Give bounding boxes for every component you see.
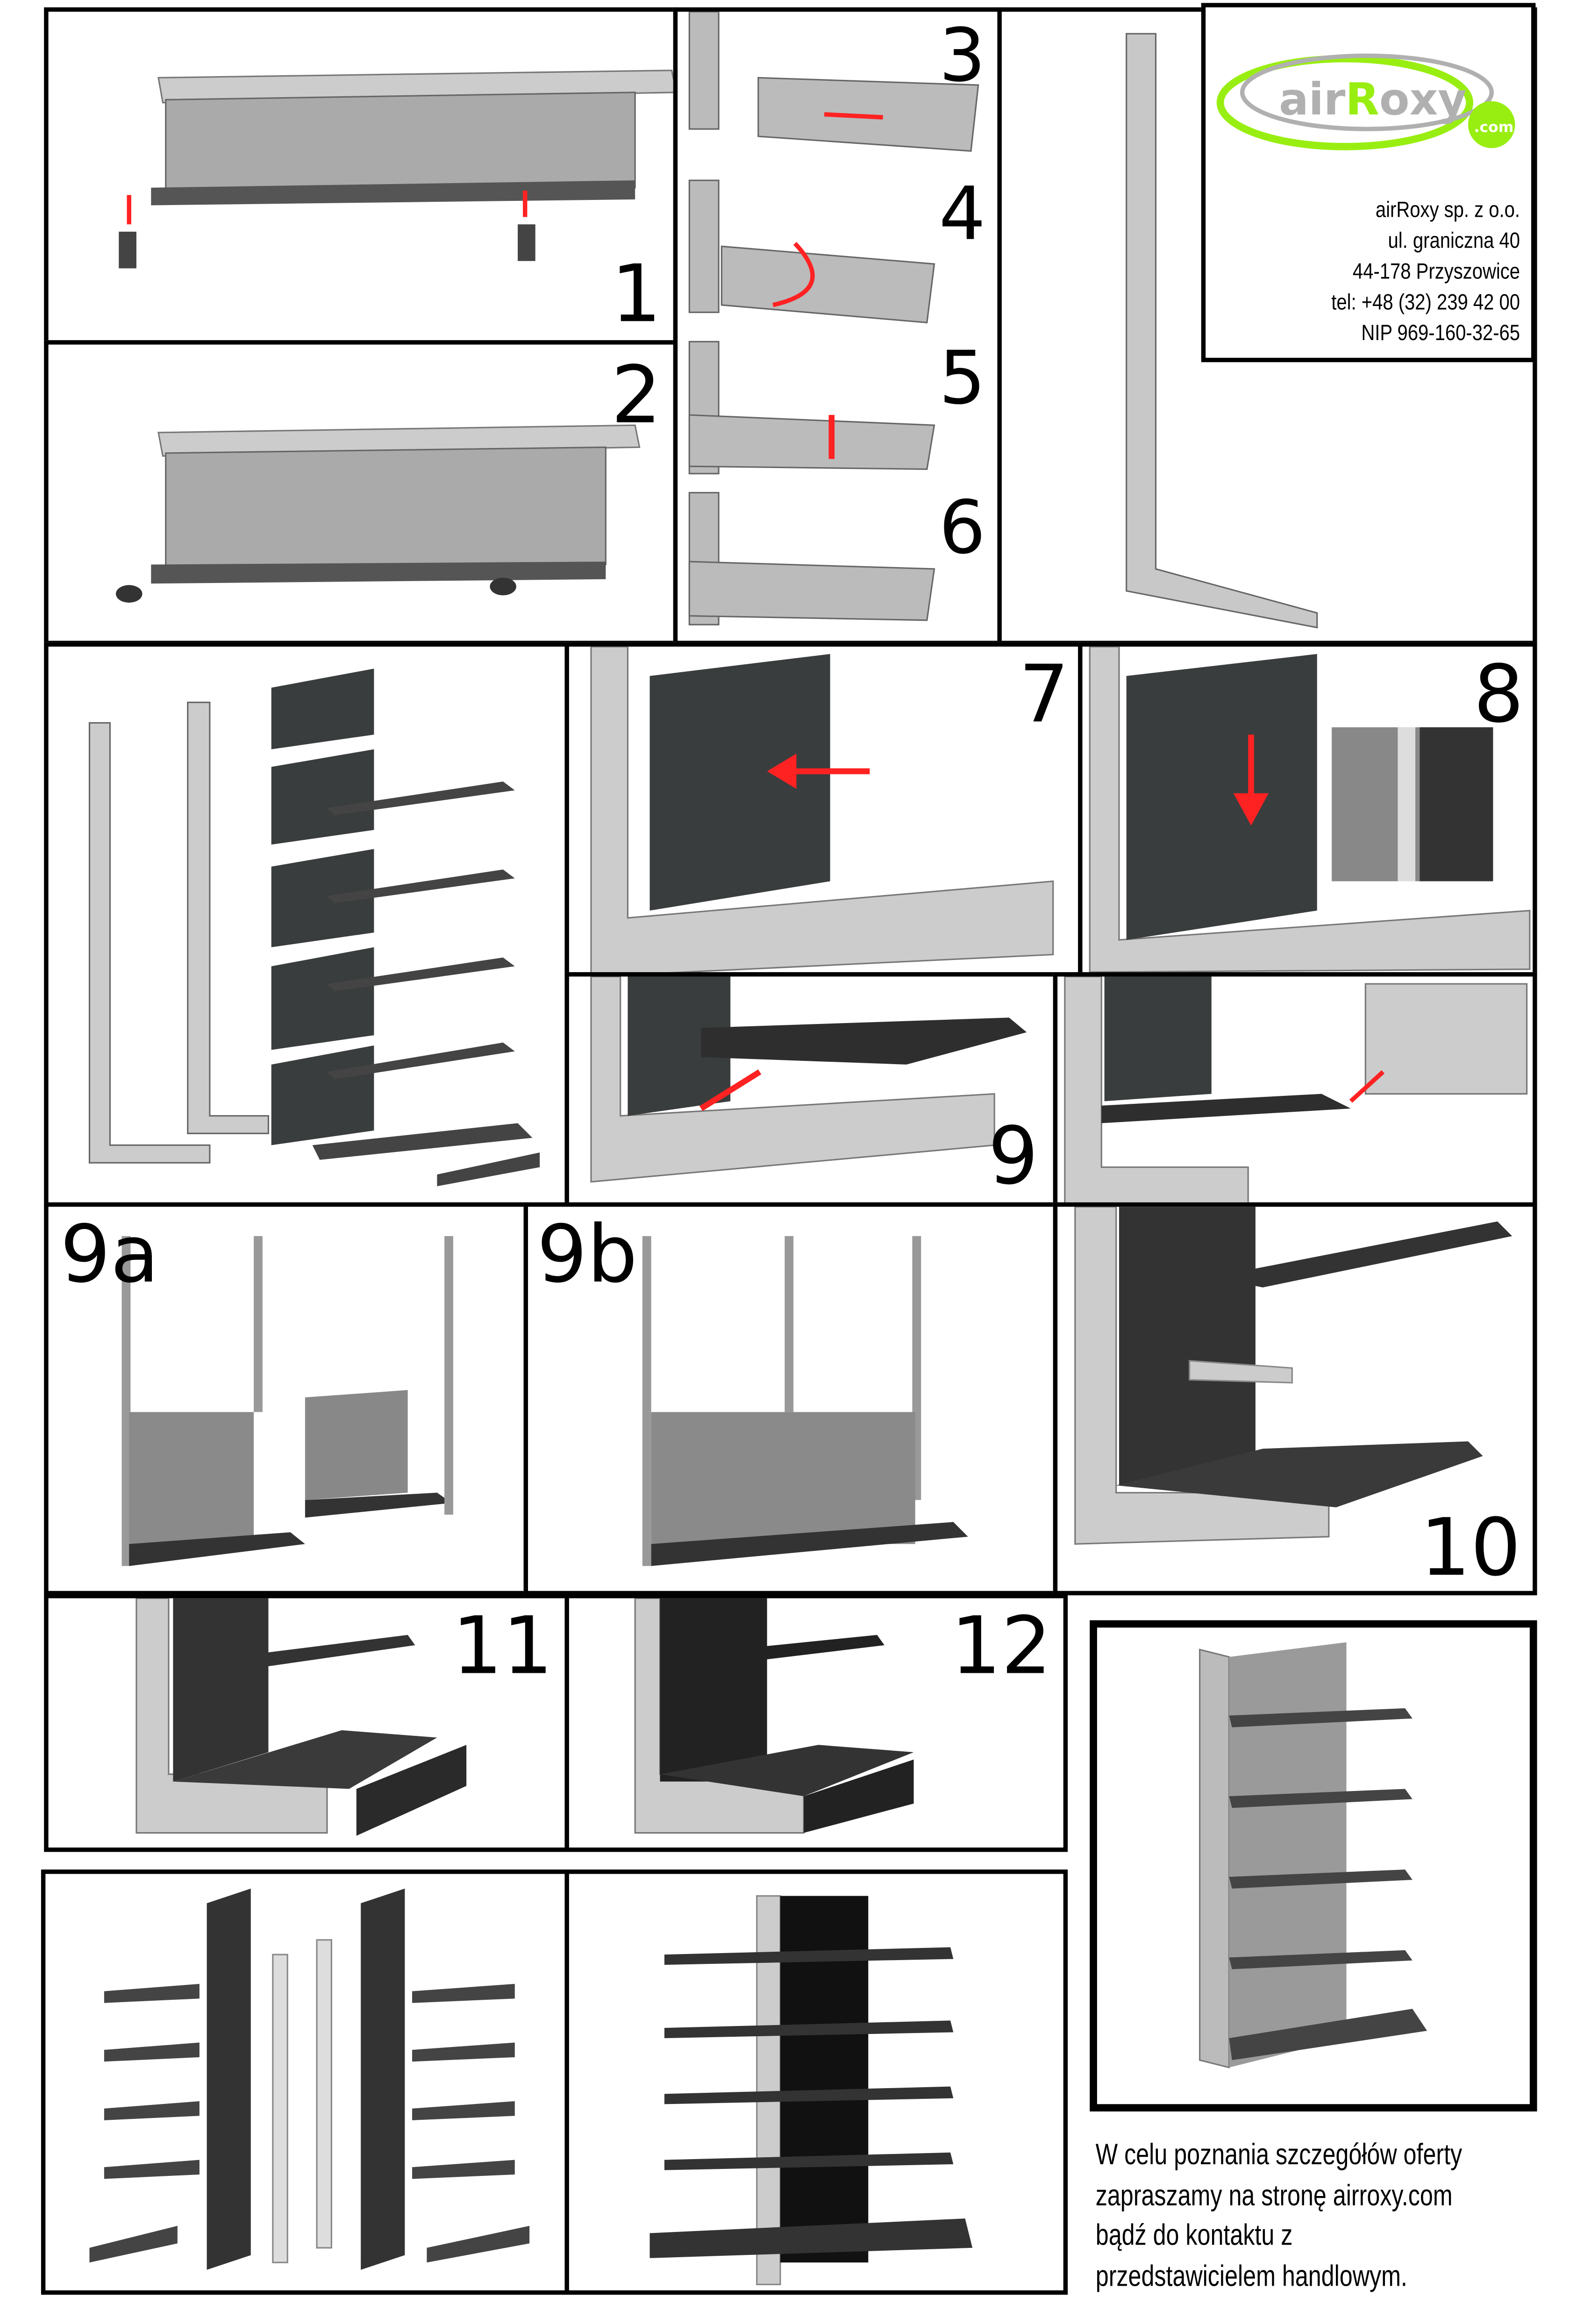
company-city: 44-178 Przyszowice bbox=[1352, 259, 1520, 284]
double-bay-illustration bbox=[642, 1236, 968, 1566]
shelf-bracket-detail-illustration bbox=[1064, 976, 1528, 1202]
company-nip: NIP 969-160-32-65 bbox=[1361, 321, 1520, 346]
step-number: 1 bbox=[611, 248, 662, 341]
double-sided-assembled-illustration bbox=[649, 1895, 973, 2285]
company-street: ul. graniczna 40 bbox=[1387, 228, 1520, 254]
panel-step-9-detail bbox=[1053, 972, 1537, 1207]
panel-step-7: 7 bbox=[564, 642, 1083, 977]
shelf-insert-illustration bbox=[590, 976, 1027, 1183]
panel-step-8: 8 bbox=[1078, 642, 1537, 977]
step-number: 12 bbox=[950, 1599, 1052, 1692]
bottom-kickplate-illustration bbox=[136, 1598, 467, 1836]
step-number: 9 bbox=[988, 1110, 1039, 1202]
completed-bay-illustration bbox=[634, 1598, 914, 1834]
panel-step-2: 2 bbox=[44, 340, 678, 646]
company-name: airRoxy sp. z o.o. bbox=[1375, 198, 1520, 223]
step-number: 2 bbox=[611, 349, 662, 441]
panel-step-12: 12 bbox=[564, 1593, 1068, 1852]
panel-step-9b: 9b bbox=[523, 1202, 1058, 1596]
upright-illustration bbox=[1126, 33, 1318, 629]
step-number: 6 bbox=[939, 485, 986, 571]
panel-final-unit bbox=[1090, 1620, 1537, 2112]
panel-step-1: 1 bbox=[44, 7, 678, 345]
step-number: 9a bbox=[60, 1208, 159, 1301]
panel-step-9a: 9a bbox=[44, 1202, 528, 1596]
footer-line-2[interactable]: zapraszamy na stronę airroxy.com bbox=[1095, 2179, 1453, 2212]
exploded-shelf-illustration bbox=[88, 668, 540, 1187]
step-number: 9b bbox=[536, 1208, 638, 1301]
base-to-upright-illustrations bbox=[688, 12, 979, 625]
logo-box: airRoxy .com airRoxy sp. z o.o. ul. gran… bbox=[1201, 3, 1536, 362]
step-number: 10 bbox=[1420, 1501, 1521, 1594]
svg-text:.com: .com bbox=[1474, 119, 1514, 136]
finished-wall-shelf-illustration bbox=[1199, 1642, 1427, 2068]
shelves-mounted-illustration bbox=[1074, 1207, 1513, 1545]
panel-exploded-view bbox=[44, 642, 569, 1207]
panel-step-11: 11 bbox=[44, 1593, 569, 1852]
contact-invitation: W celu poznania szczegółów oferty zapras… bbox=[1096, 2136, 1462, 2297]
footer-line-3: bądź do kontaktu z bbox=[1095, 2220, 1293, 2253]
base-assembled-illustration bbox=[115, 424, 641, 603]
company-phone[interactable]: tel: +48 (32) 239 42 00 bbox=[1331, 290, 1520, 315]
panel-step-9: 9 bbox=[564, 972, 1058, 1207]
step-number: 7 bbox=[1019, 648, 1070, 741]
footer-line-1: W celu poznania szczegółów oferty bbox=[1095, 2139, 1463, 2172]
panel-step-10: 10 bbox=[1053, 1202, 1537, 1596]
panel-steps-3-6: 3 4 5 6 bbox=[673, 7, 1002, 646]
back-panel-insert-illustration bbox=[590, 647, 1054, 973]
airroxy-logo: airRoxy .com bbox=[1216, 53, 1515, 150]
back-panel-lock-illustration bbox=[1089, 647, 1531, 973]
step-number: 8 bbox=[1473, 648, 1524, 741]
step-number: 4 bbox=[939, 171, 986, 257]
step-number: 11 bbox=[452, 1599, 553, 1692]
svg-text:airRoxy: airRoxy bbox=[1279, 74, 1467, 125]
single-bay-illustration bbox=[121, 1236, 453, 1566]
footer-line-4: przedstawicielem handlowym. bbox=[1095, 2260, 1407, 2293]
base-with-feet-illustration bbox=[119, 70, 673, 269]
panel-double-sided-assembled bbox=[564, 1869, 1068, 2295]
double-sided-exploded-illustration bbox=[89, 1888, 530, 2270]
step-number: 5 bbox=[939, 335, 986, 421]
panel-double-sided-exploded bbox=[41, 1869, 569, 2295]
step-number: 3 bbox=[939, 13, 986, 99]
